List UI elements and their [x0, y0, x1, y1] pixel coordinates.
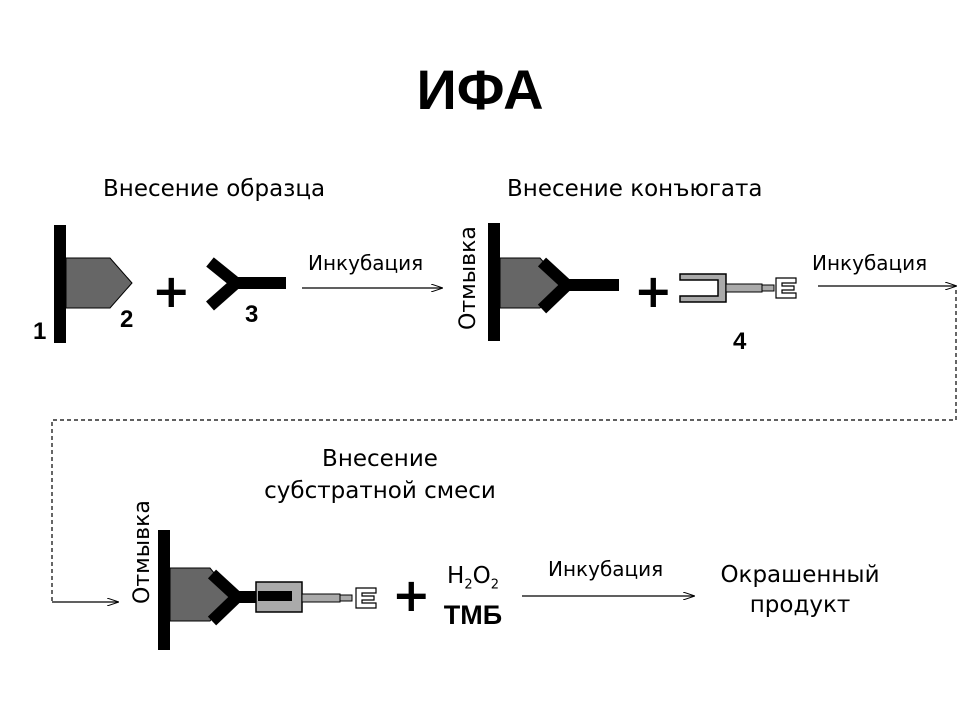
substrate-formula: H2O2 ТМБ	[428, 562, 518, 630]
plus-sign-2: +	[634, 264, 673, 318]
solid-phase-plate-2	[488, 223, 500, 341]
incubation-label-2: Инкубация	[812, 251, 928, 275]
number-2: 2	[120, 306, 134, 333]
antibody-icon-bound-1	[537, 257, 619, 314]
product-line1: Окрашенный	[720, 562, 880, 588]
step-label-sample-addition: Внесение образца	[103, 176, 326, 202]
conjugate-icon-bound	[255, 581, 377, 613]
incubation-label-1: Инкубация	[308, 251, 424, 275]
step-label-substrate-addition: Внесение субстратной смеси	[250, 446, 510, 504]
plus-sign-3: +	[392, 568, 431, 622]
colored-product-label: Окрашенный продукт	[705, 562, 895, 618]
number-1: 1	[33, 318, 47, 345]
incubation-label-3: Инкубация	[548, 557, 664, 581]
step-label-substrate-line2: субстратной смеси	[264, 478, 496, 504]
number-3: 3	[245, 301, 259, 328]
plus-sign-1: +	[152, 264, 191, 318]
tmb-label: ТМБ	[443, 599, 503, 630]
antigen-shape-1	[65, 257, 133, 309]
antibody-icon-3	[206, 257, 286, 311]
solid-phase-plate-1	[54, 225, 66, 343]
step-label-conjugate-addition: Внесение конъюгата	[507, 176, 763, 202]
h2o2-formula: H2O2	[447, 563, 499, 593]
step-label-substrate-line1: Внесение	[322, 446, 438, 472]
page-title: ИФА	[416, 58, 544, 121]
product-line2: продукт	[749, 592, 851, 618]
dashed-connector-line	[51, 290, 957, 602]
number-4: 4	[733, 328, 747, 355]
conjugate-icon-4	[679, 273, 797, 303]
solid-phase-plate-3	[158, 530, 170, 650]
